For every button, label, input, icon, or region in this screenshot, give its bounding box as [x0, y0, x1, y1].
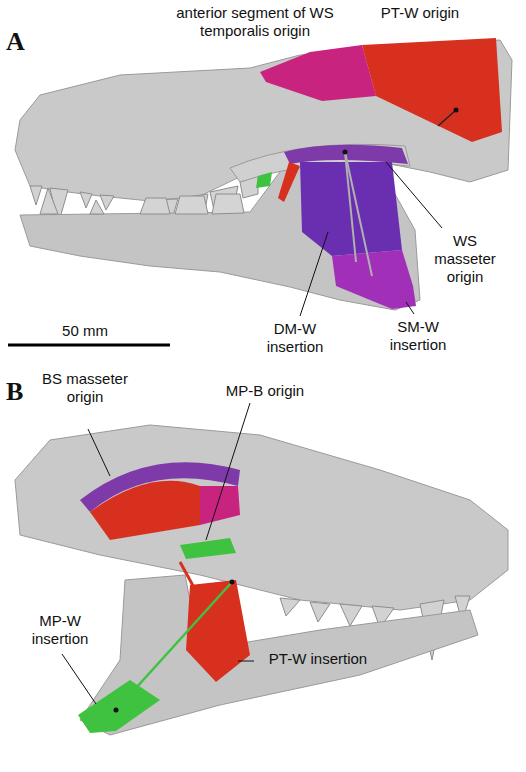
muscle-label: DM-W insertion: [255, 320, 335, 356]
medial-pterygoid-origin-region: [180, 538, 236, 559]
leader-line: [386, 162, 442, 228]
muscle-vector: [345, 152, 372, 276]
lower-teeth: [40, 188, 244, 214]
superficial-masseter-region: [332, 250, 416, 309]
muscle-label: MP-B origin: [200, 382, 330, 400]
leader-line: [406, 302, 414, 314]
red-sliver-region: [278, 162, 300, 202]
scale-bar: [8, 344, 170, 347]
mandible: [20, 150, 420, 310]
skull-lateral: [8, 38, 512, 345]
pterygoid-origin-region: [362, 38, 502, 142]
leader-line: [62, 654, 96, 704]
attachment-dot: [454, 108, 459, 113]
leader-line: [88, 429, 110, 476]
muscle-label: BS masseter origin: [40, 370, 130, 406]
muscle-vector: [345, 152, 356, 262]
leader-line: [300, 232, 328, 316]
muscle-label: MP-W insertion: [15, 612, 105, 648]
temporalis-anterior-region: [260, 45, 376, 101]
green-region: [256, 172, 272, 188]
muscle-vector: [180, 562, 202, 602]
muscle-vector: [438, 110, 456, 126]
panel-letter: A: [6, 26, 36, 57]
attachment-dot: [230, 580, 235, 585]
temporalis-anterior-region: [200, 486, 240, 525]
attachment-dot: [114, 708, 119, 713]
leader-line: [206, 403, 250, 540]
muscle-label: WS masseter origin: [425, 232, 505, 286]
attachment-dot: [343, 150, 348, 155]
panel-letter: B: [6, 376, 36, 407]
scale-label: 50 mm: [40, 322, 130, 340]
muscle-vector: [116, 582, 232, 710]
muscle-label: PT-W insertion: [258, 650, 378, 668]
muscle-label: PT-W origin: [365, 4, 475, 22]
leader-line: [238, 661, 254, 662]
cranium: [15, 425, 508, 610]
muscle-label: anterior segment of WS temporalis origin: [165, 4, 345, 40]
muscle-label: SM-W insertion: [378, 318, 458, 354]
pterygoid-insertion-region: [186, 580, 250, 682]
pterygoid-origin-region: [90, 481, 200, 540]
skull-ventrolateral: [15, 403, 508, 735]
